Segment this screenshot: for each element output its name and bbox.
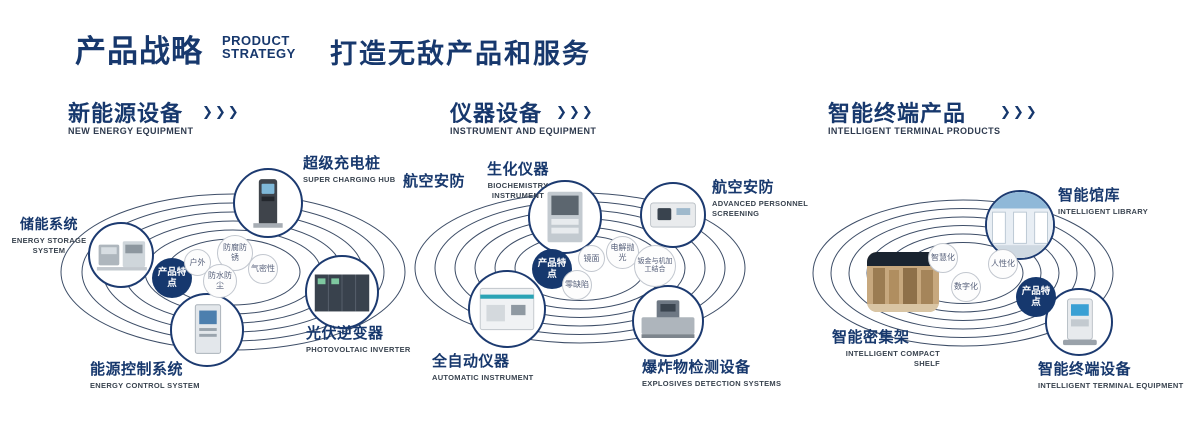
biochemistry-instrument-icon xyxy=(547,191,583,243)
energy-storage-image xyxy=(88,222,154,288)
feature-bubble: 人性化 xyxy=(988,249,1018,279)
product-label-biochemistry: 生化仪器 BIOCHEMISTRY INSTRUMENT xyxy=(462,158,574,201)
terminal-equipment-image xyxy=(1045,288,1113,356)
personnel-screening-image xyxy=(640,182,706,248)
terminal-equipment-icon xyxy=(1063,298,1097,346)
explosives-detection-icon xyxy=(641,300,695,338)
page-subtitle-line2: STRATEGY xyxy=(222,46,296,61)
section-subtitle-intelligent: INTELLIGENT TERMINAL PRODUCTS xyxy=(828,126,1001,136)
product-name: 全自动仪器 xyxy=(432,353,510,370)
product-label-energy-control: 能源控制系统 ENERGY CONTROL SYSTEM xyxy=(90,358,230,391)
product-name-en: PHOTOVOLTAIC INVERTER xyxy=(306,345,411,354)
product-label-screening: 航空安防 ADVANCED PERSONNEL SCREENING xyxy=(712,176,822,219)
page-title: 产品战略 xyxy=(75,34,203,69)
compact-shelf-image xyxy=(867,252,939,312)
product-name: 能源控制系统 xyxy=(90,361,184,378)
feature-bubble: 智慧化 xyxy=(928,243,958,273)
feature-bubble: 防水防尘 xyxy=(203,264,237,298)
feature-bubble: 钣金与机加工结合 xyxy=(634,245,676,287)
feature-bubble: 气密性 xyxy=(248,254,278,284)
energy-control-image xyxy=(170,293,244,367)
product-name: 智能密集架 xyxy=(832,329,910,346)
energy-storage-icon xyxy=(96,241,147,271)
product-label-energy-storage: 储能系统 ENERGY STORAGE SYSTEM xyxy=(8,214,90,256)
explosives-detection-image xyxy=(632,285,704,357)
product-name-en: SUPER CHARGING HUB xyxy=(303,175,396,184)
section-title-intelligent: 智能终端产品 xyxy=(828,101,967,126)
intelligent-library-image xyxy=(985,190,1055,260)
product-name-en: EXPLOSIVES DETECTION SYSTEMS xyxy=(642,379,782,388)
feature-bubble: 电解抛光 xyxy=(606,236,639,269)
product-label-terminal: 智能终端设备 INTELLIGENT TERMINAL EQUIPMENT xyxy=(1038,358,1188,391)
product-label-pv-inverter: 光伏逆变器 PHOTOVOLTAIC INVERTER xyxy=(306,322,426,355)
product-name: 航空安防 xyxy=(712,179,775,196)
feature-bubble: 镜面 xyxy=(578,245,605,272)
product-label-automatic: 全自动仪器 AUTOMATIC INSTRUMENT xyxy=(432,350,562,383)
side-label-aviation-security: 航空安防 xyxy=(403,173,466,190)
energy-control-icon xyxy=(194,304,222,354)
chevrons-icon: ❯❯❯ xyxy=(202,104,241,119)
page-subtitle: PRODUCT STRATEGY xyxy=(222,34,296,60)
product-features-badge: 产品特点 xyxy=(1016,277,1056,317)
charging-hub-icon xyxy=(253,179,283,228)
personnel-screening-icon xyxy=(650,202,696,228)
compact-shelf-icon xyxy=(867,252,939,312)
product-name-en: INTELLIGENT TERMINAL EQUIPMENT xyxy=(1038,381,1184,390)
intelligent-library-icon xyxy=(987,192,1053,258)
product-name: 生化仪器 xyxy=(486,161,549,178)
automatic-instrument-image xyxy=(468,270,546,348)
product-name-en: INTELLIGENT COMPACT SHELF xyxy=(845,349,940,368)
product-name: 光伏逆变器 xyxy=(306,325,384,342)
product-name: 智能馆库 xyxy=(1058,187,1121,204)
section-subtitle-instrument: INSTRUMENT AND EQUIPMENT xyxy=(450,126,597,136)
product-label-charging-hub: 超级充电桩 SUPER CHARGING HUB xyxy=(303,152,423,185)
product-name-en: ENERGY CONTROL SYSTEM xyxy=(90,381,200,390)
pv-inverter-image xyxy=(305,255,379,329)
product-name-en: INTELLIGENT LIBRARY xyxy=(1058,207,1149,216)
page-subtitle-line1: PRODUCT xyxy=(222,33,290,48)
automatic-instrument-icon xyxy=(479,287,535,331)
feature-bubble: 户外 xyxy=(184,249,211,276)
product-name: 智能终端设备 xyxy=(1038,361,1132,378)
tagline: 打造无敌产品和服务 xyxy=(330,39,591,69)
product-label-compact-shelf: 智能密集架 INTELLIGENT COMPACT SHELF xyxy=(832,326,940,369)
section-title-new-energy: 新能源设备 xyxy=(68,101,184,126)
section-title-instrument: 仪器设备 xyxy=(450,101,543,126)
chevrons-icon: ❯❯❯ xyxy=(1000,104,1039,119)
product-name: 超级充电桩 xyxy=(303,155,381,172)
product-name-en: ENERGY STORAGE SYSTEM xyxy=(11,236,87,255)
feature-bubble: 数字化 xyxy=(951,272,981,302)
feature-bubble: 零缺陷 xyxy=(562,270,592,300)
chevrons-icon: ❯❯❯ xyxy=(556,104,595,119)
product-name-en: BIOCHEMISTRY INSTRUMENT xyxy=(487,181,549,200)
product-name-en: AUTOMATIC INSTRUMENT xyxy=(432,373,534,382)
charging-hub-image xyxy=(233,168,303,238)
product-name: 爆炸物检测设备 xyxy=(642,359,751,376)
product-name: 储能系统 xyxy=(20,216,78,232)
product-name-en: ADVANCED PERSONNEL SCREENING xyxy=(712,199,808,218)
pv-inverter-icon xyxy=(314,274,370,312)
product-label-explosives: 爆炸物检测设备 EXPLOSIVES DETECTION SYSTEMS xyxy=(642,356,792,389)
biochemistry-instrument-image xyxy=(528,180,602,254)
section-subtitle-new-energy: NEW ENERGY EQUIPMENT xyxy=(68,126,194,136)
product-label-library: 智能馆库 INTELLIGENT LIBRARY xyxy=(1058,184,1168,217)
